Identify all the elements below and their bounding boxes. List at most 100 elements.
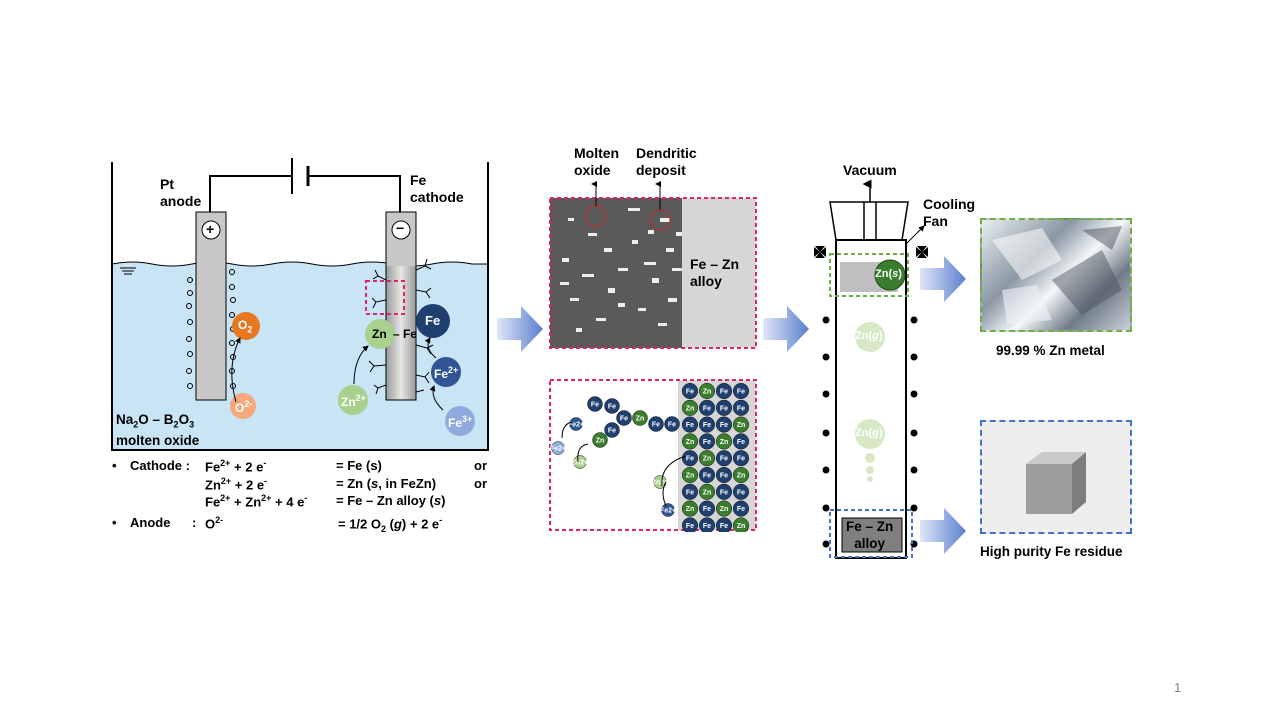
o2-molecule [232, 312, 260, 340]
lattice-atom [732, 416, 750, 433]
lattice-atom-label: Fe [737, 389, 745, 396]
chain-atom-label: Zn2+ [572, 460, 589, 467]
crucible [111, 162, 489, 451]
lattice-atom-label: Fe [720, 422, 728, 429]
chain-atom-label: Fe2+ [660, 508, 676, 515]
lattice-atom-label: Fe [686, 389, 694, 396]
chain-atom-label: Fe2+ [550, 446, 566, 453]
lattice-atom [732, 382, 750, 400]
lattice-atom-label: Fe [686, 523, 694, 530]
cathode-heading: Cathode : [130, 458, 190, 473]
chain-atom [573, 455, 587, 469]
lattice-atom [715, 500, 733, 517]
chain-atom [664, 416, 680, 432]
lattice-atom [715, 433, 733, 450]
lattice-atom-label: Fe [686, 489, 694, 496]
zn-solid-label: Zn(s) [875, 268, 902, 280]
product-arrow-zn [920, 256, 966, 302]
lattice-atom-label: Fe [720, 389, 728, 396]
lattice-atom-label: Fe [720, 489, 728, 496]
zn-gas-label-2: Zn(g) [855, 427, 883, 439]
lattice-atom-label: Fe [703, 405, 711, 412]
lattice-atom [732, 500, 750, 517]
cathode-eq-2-or: or [474, 476, 487, 491]
lattice-atom-label: Fe [703, 473, 711, 480]
cathode-eq-1-or: or [474, 458, 487, 473]
lattice-atom-label: Fe [720, 523, 728, 530]
zn-metal-caption: 99.99 % Zn metal [996, 343, 1105, 358]
lattice-atom-label: Fe [737, 506, 745, 513]
circuit-wire [209, 175, 292, 212]
lattice-atom-label: Fe [720, 456, 728, 463]
lattice-atom [698, 399, 716, 416]
anode-plus-sign: + [206, 221, 215, 237]
anode-eq-rhs: = 1/2 O2 (g) + 2 e- [338, 515, 443, 534]
chain-atom [592, 432, 608, 448]
zn-metal-photo [980, 218, 1132, 332]
chain-atom-label: Fe [668, 422, 676, 429]
fe-atom [416, 304, 450, 338]
fe-residue-caption: High purity Fe residue [980, 544, 1123, 559]
lattice-atom-label: Zn [686, 405, 695, 412]
fe2-label: Fe2+ [434, 365, 459, 381]
lattice-atom [681, 500, 699, 517]
cathode-bullet: • [112, 458, 117, 473]
lattice-atom [698, 517, 716, 532]
zn-label: Zn [372, 327, 387, 341]
lattice-atom-label: Fe [703, 523, 711, 530]
lattice-atom-label: Fe [703, 506, 711, 513]
fe3-label: Fe3+ [448, 414, 473, 430]
zn-gas-label-1: Zn(g) [855, 330, 883, 342]
process-arrow-2 [763, 306, 809, 352]
lattice-atom-label: Fe [737, 439, 745, 446]
chain-atom [648, 416, 664, 432]
chain-atom [632, 410, 648, 426]
cathode-eq-2-lhs: Zn2+ + 2 e- [205, 476, 268, 493]
lattice-atom [715, 416, 733, 433]
lattice-atom-label: Zn [703, 456, 712, 463]
distillation-apparatus [814, 180, 928, 559]
cathode-eq-3-rhs: = Fe – Zn alloy (s) [336, 493, 446, 508]
cathode-minus-sign: − [396, 220, 405, 236]
heater-elements [822, 316, 918, 548]
lattice-atom-label: Zn [737, 523, 746, 530]
chain-atom [616, 410, 632, 426]
lattice-atom [732, 466, 750, 484]
lattice-atom [681, 450, 699, 467]
lattice-atom [698, 450, 716, 467]
lattice-atom-label: Zn [703, 489, 712, 496]
cooling-fan-icon [814, 246, 928, 258]
lattice-atom [715, 382, 733, 400]
zn2-ion [338, 385, 368, 415]
lattice-atom [732, 483, 750, 500]
fe-arrow-tail: – Fe [393, 327, 418, 341]
fe2-ion [431, 357, 461, 387]
lattice-atom [681, 466, 699, 484]
zn2-label: Zn2+ [341, 393, 366, 409]
lattice-atom-label: Fe [720, 405, 728, 412]
o2-minus-ion [230, 393, 256, 419]
chain-atom-label: Fe2+ [568, 422, 584, 429]
chain-atom [551, 441, 565, 455]
condenser-zone [829, 253, 909, 297]
electrolysis-cell-diagram [111, 158, 489, 451]
lattice-atom-label: Fe [686, 422, 694, 429]
lattice-atom-label: Zn [686, 439, 695, 446]
chain-atom-label: Fe [620, 416, 628, 423]
anode-eq-lhs: O2- [205, 515, 224, 532]
lattice-atom [698, 416, 716, 433]
lattice-atom-label: Fe [703, 439, 711, 446]
lattice-atom [681, 416, 699, 433]
lattice-atom-label: Zn [720, 439, 729, 446]
o2-label: O2 [238, 318, 253, 335]
lattice-atom [732, 517, 750, 532]
chain-atom-label: Fe [608, 428, 616, 435]
lattice-atom-label: Fe [720, 473, 728, 480]
lattice-atom [698, 466, 716, 484]
lattice-atom [732, 433, 750, 450]
chain-atom-label: Zn2+ [652, 480, 669, 487]
lattice-atom [681, 483, 699, 500]
